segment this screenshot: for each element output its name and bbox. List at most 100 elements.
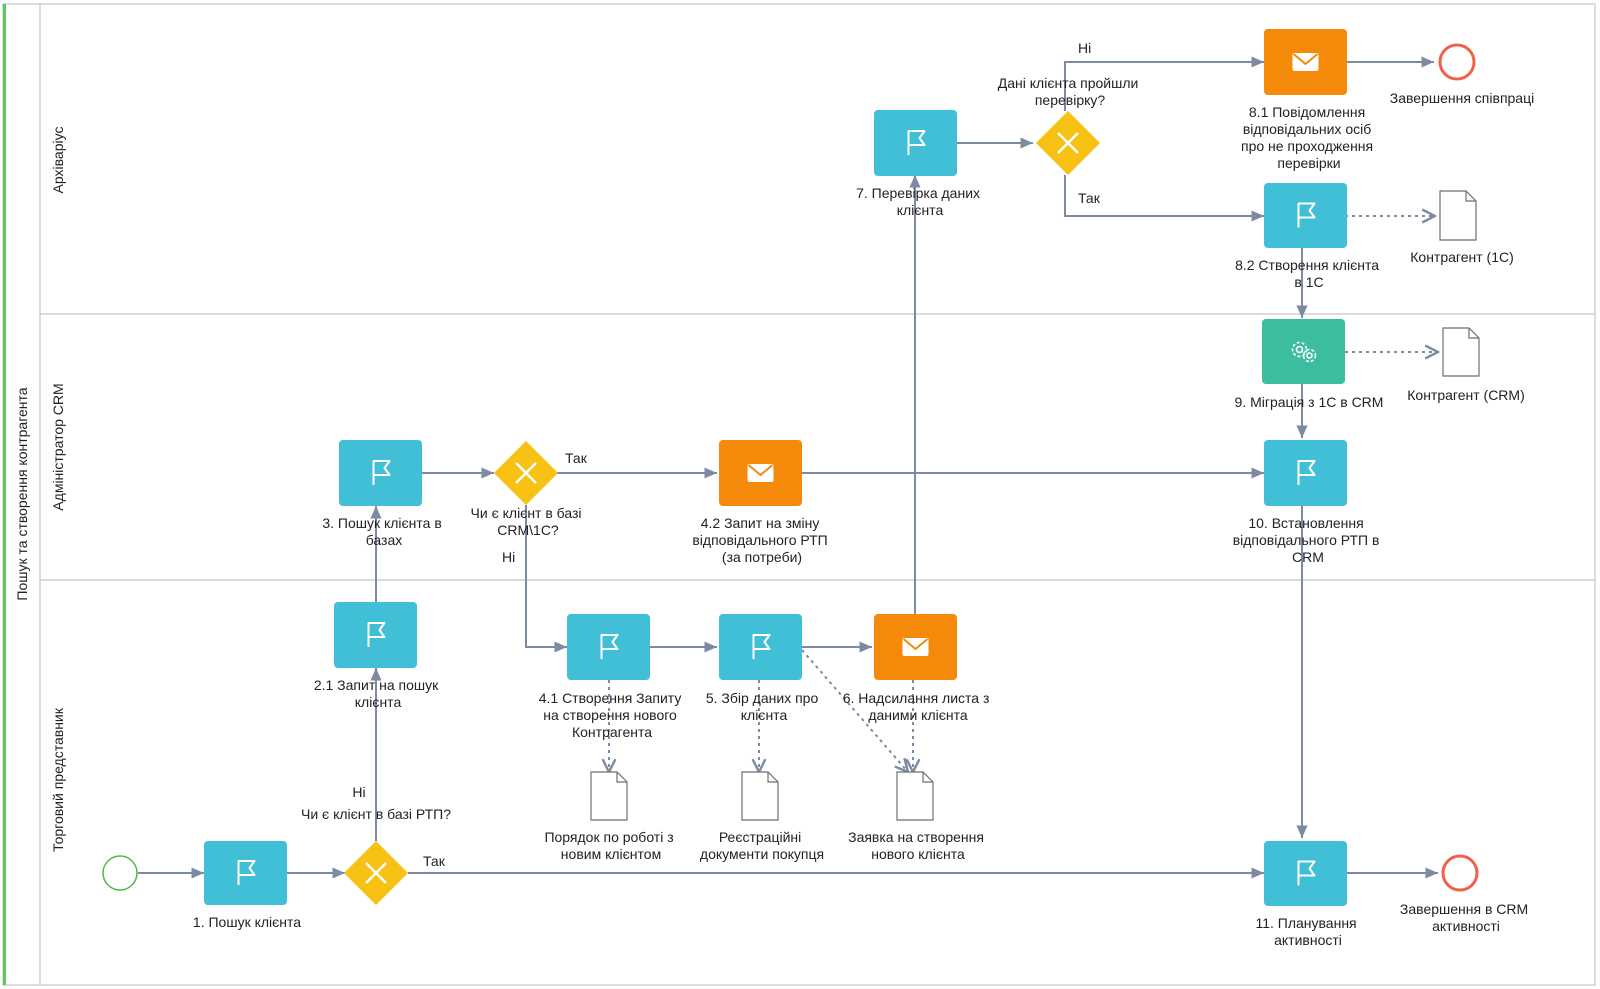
- task-label-line: клієнта: [741, 707, 788, 723]
- task-label-line: Контрагента: [572, 724, 652, 740]
- task-search-in-bases[interactable]: 3. Пошук клієнта в базах: [322, 440, 445, 548]
- task-label-line: відповідальних осіб: [1243, 121, 1371, 137]
- task-label-line: на створення нового: [543, 707, 677, 723]
- flag-icon: [372, 460, 391, 485]
- svg-text:6. Надсилання листа з да: 6. Надсилання листа з даними клієнта: [843, 690, 994, 723]
- task-create-counterparty-request[interactable]: 4.1 Створення Запиту на створення нового…: [539, 614, 686, 740]
- task-verify-client-data[interactable]: 7. Перевірка даних клієнта: [856, 110, 984, 218]
- flag-icon: [237, 860, 256, 885]
- document-counterparty-1c[interactable]: Контрагент (1С): [1410, 190, 1514, 265]
- task-label-line: про не проходження: [1241, 138, 1373, 154]
- task-request-change-rtp[interactable]: 4.2 Запит на зміну відповідального РТП (…: [692, 440, 831, 565]
- gateway-branch-no: Ні: [1078, 40, 1091, 56]
- envelope-icon: [1292, 53, 1319, 71]
- pool-label: Пошук та створення контрагента: [14, 387, 30, 600]
- pool: Пошук та створення контрагента Архіваріу…: [2, 3, 1596, 986]
- task-label-line: 4.1 Створення Запиту: [539, 690, 682, 706]
- start-event[interactable]: [102, 855, 138, 891]
- x-icon: [1057, 132, 1079, 154]
- gateway-branch-yes: Так: [423, 853, 446, 869]
- end-event-crm-activity[interactable]: Завершення в CRM активності: [1400, 854, 1532, 934]
- envelope-icon: [902, 638, 929, 656]
- document-label-line: документи покупця: [700, 846, 824, 862]
- task-label-line: 8.2 Створення клієнта: [1235, 257, 1379, 273]
- task-migrate-1c-to-crm[interactable]: 9. Міграція з 1С в CRM: [1235, 319, 1384, 410]
- task-collect-client-data[interactable]: 5. Збір даних про клієнта: [706, 614, 822, 723]
- svg-text:Реєстраційні документи п: Реєстраційні документи покупця: [700, 829, 824, 862]
- data-associations: [609, 216, 1438, 772]
- document-label-line: новим клієнтом: [561, 846, 661, 862]
- end-event-cooperation[interactable]: Завершення співпраці: [1390, 43, 1534, 106]
- task-label-line: відповідального РТП в: [1233, 532, 1380, 548]
- task-send-client-data-letter[interactable]: 6. Надсилання листа з даними клієнта: [843, 614, 994, 723]
- document-new-client-request[interactable]: Заявка на створення нового клієнта: [848, 771, 988, 862]
- svg-text:Порядок по роботі з нови: Порядок по роботі з новим клієнтом: [544, 829, 677, 862]
- svg-text:10. Встановлення відпові: 10. Встановлення відповідального РТП в C…: [1233, 515, 1384, 565]
- svg-text:Завершення в CRM активно: Завершення в CRM активності: [1400, 901, 1532, 934]
- flag-icon: [367, 622, 386, 647]
- gateway-branch-yes: Так: [565, 450, 588, 466]
- svg-text:7. Перевірка даних клієн: 7. Перевірка даних клієнта: [856, 185, 984, 218]
- task-plan-activity[interactable]: 11. Планування активності: [1255, 841, 1360, 948]
- end-event-label: Завершення співпраці: [1390, 90, 1534, 106]
- gateway-data-verified[interactable]: Дані клієнта пройшли перевірку? Ні Так: [998, 40, 1142, 206]
- svg-text:5. Збір даних про клієнт: 5. Збір даних про клієнта: [706, 690, 822, 723]
- task-label-line: CRM: [1292, 549, 1324, 565]
- task-label-line: перевірки: [1277, 155, 1340, 171]
- svg-text:3. Пошук клієнта в базах: 3. Пошук клієнта в базах: [322, 515, 445, 548]
- task-set-responsible-rtp[interactable]: 10. Встановлення відповідального РТП в C…: [1233, 440, 1384, 565]
- svg-text:4.1 Створення Запиту на: 4.1 Створення Запиту на створення нового…: [539, 690, 686, 740]
- x-icon: [515, 462, 537, 484]
- task-label-line: 1. Пошук клієнта: [193, 914, 301, 930]
- sequence-flows: [138, 56, 1438, 879]
- task-search-client[interactable]: 1. Пошук клієнта: [193, 841, 301, 930]
- flag-icon: [752, 634, 771, 659]
- svg-text:11. Планування активност: 11. Планування активності: [1255, 915, 1360, 948]
- gateway-label-line: Дані клієнта пройшли: [998, 75, 1139, 91]
- document-client-work-procedure[interactable]: Порядок по роботі з новим клієнтом: [544, 771, 677, 862]
- flag-icon: [1297, 460, 1316, 485]
- document-label: Контрагент (CRM): [1407, 387, 1524, 403]
- task-label-line: даними клієнта: [868, 707, 968, 723]
- svg-text:2.1 Запит на пошук клієн: 2.1 Запит на пошук клієнта: [314, 677, 442, 710]
- flag-icon: [600, 634, 619, 659]
- svg-text:8.2 Створення клієнта в: 8.2 Створення клієнта в 1С: [1235, 257, 1383, 290]
- lane-label-crm-admin: Адміністратор CRM: [50, 383, 66, 510]
- flag-icon: [1297, 860, 1316, 886]
- gateway-label-line: Чи є клієнт в базі: [471, 505, 582, 521]
- task-label-line: активності: [1274, 932, 1342, 948]
- task-label-line: клієнта: [355, 694, 402, 710]
- task-label-line: клієнта: [897, 202, 944, 218]
- task-create-client-in-1c[interactable]: 8.2 Створення клієнта в 1С: [1235, 183, 1383, 290]
- document-label-line: Заявка на створення: [848, 829, 984, 845]
- svg-text:4.2 Запит на зміну відпо: 4.2 Запит на зміну відповідального РТП (…: [692, 515, 831, 565]
- task-label-line: (за потреби): [722, 549, 802, 565]
- document-registration-docs[interactable]: Реєстраційні документи покупця: [700, 771, 824, 862]
- document-counterparty-crm[interactable]: Контрагент (CRM): [1407, 327, 1525, 403]
- task-label-line: 4.2 Запит на зміну: [701, 515, 820, 531]
- task-label-line: в 1С: [1294, 274, 1323, 290]
- task-label-line: 11. Планування: [1255, 915, 1356, 931]
- gateway-branch-no: Ні: [502, 549, 515, 565]
- gateway-client-in-rtp-base[interactable]: Чи є клієнт в базі РТП? Ні Так: [301, 784, 451, 905]
- task-label-line: 2.1 Запит на пошук: [314, 677, 439, 693]
- flag-icon: [1297, 202, 1316, 228]
- document-label: Контрагент (1С): [1410, 249, 1514, 265]
- gear-icon: [1291, 341, 1317, 363]
- gateway-label-line: CRM\1C?: [497, 522, 559, 538]
- document-label-line: Реєстраційні: [719, 829, 801, 845]
- document-label-line: Порядок по роботі з: [544, 829, 673, 845]
- task-label-line: 5. Збір даних про: [706, 690, 819, 706]
- task-notify-responsible-persons[interactable]: 8.1 Повідомлення відповідальних осіб про…: [1241, 29, 1377, 171]
- gateway-client-in-crm-1c[interactable]: Чи є клієнт в базі CRM\1C? Так Ні: [471, 441, 588, 565]
- end-event-label-line: активності: [1432, 918, 1500, 934]
- flag-icon: [907, 130, 926, 155]
- document-label-line: нового клієнта: [871, 846, 965, 862]
- task-request-client-search[interactable]: 2.1 Запит на пошук клієнта: [314, 602, 442, 710]
- task-label-line: 10. Встановлення: [1248, 515, 1363, 531]
- lane-label-sales-rep: Торговий представник: [50, 707, 66, 852]
- gateway-branch-yes: Так: [1078, 190, 1101, 206]
- lane-label-archivist: Архіваріус: [50, 127, 66, 194]
- task-label-line: 8.1 Повідомлення: [1249, 104, 1365, 120]
